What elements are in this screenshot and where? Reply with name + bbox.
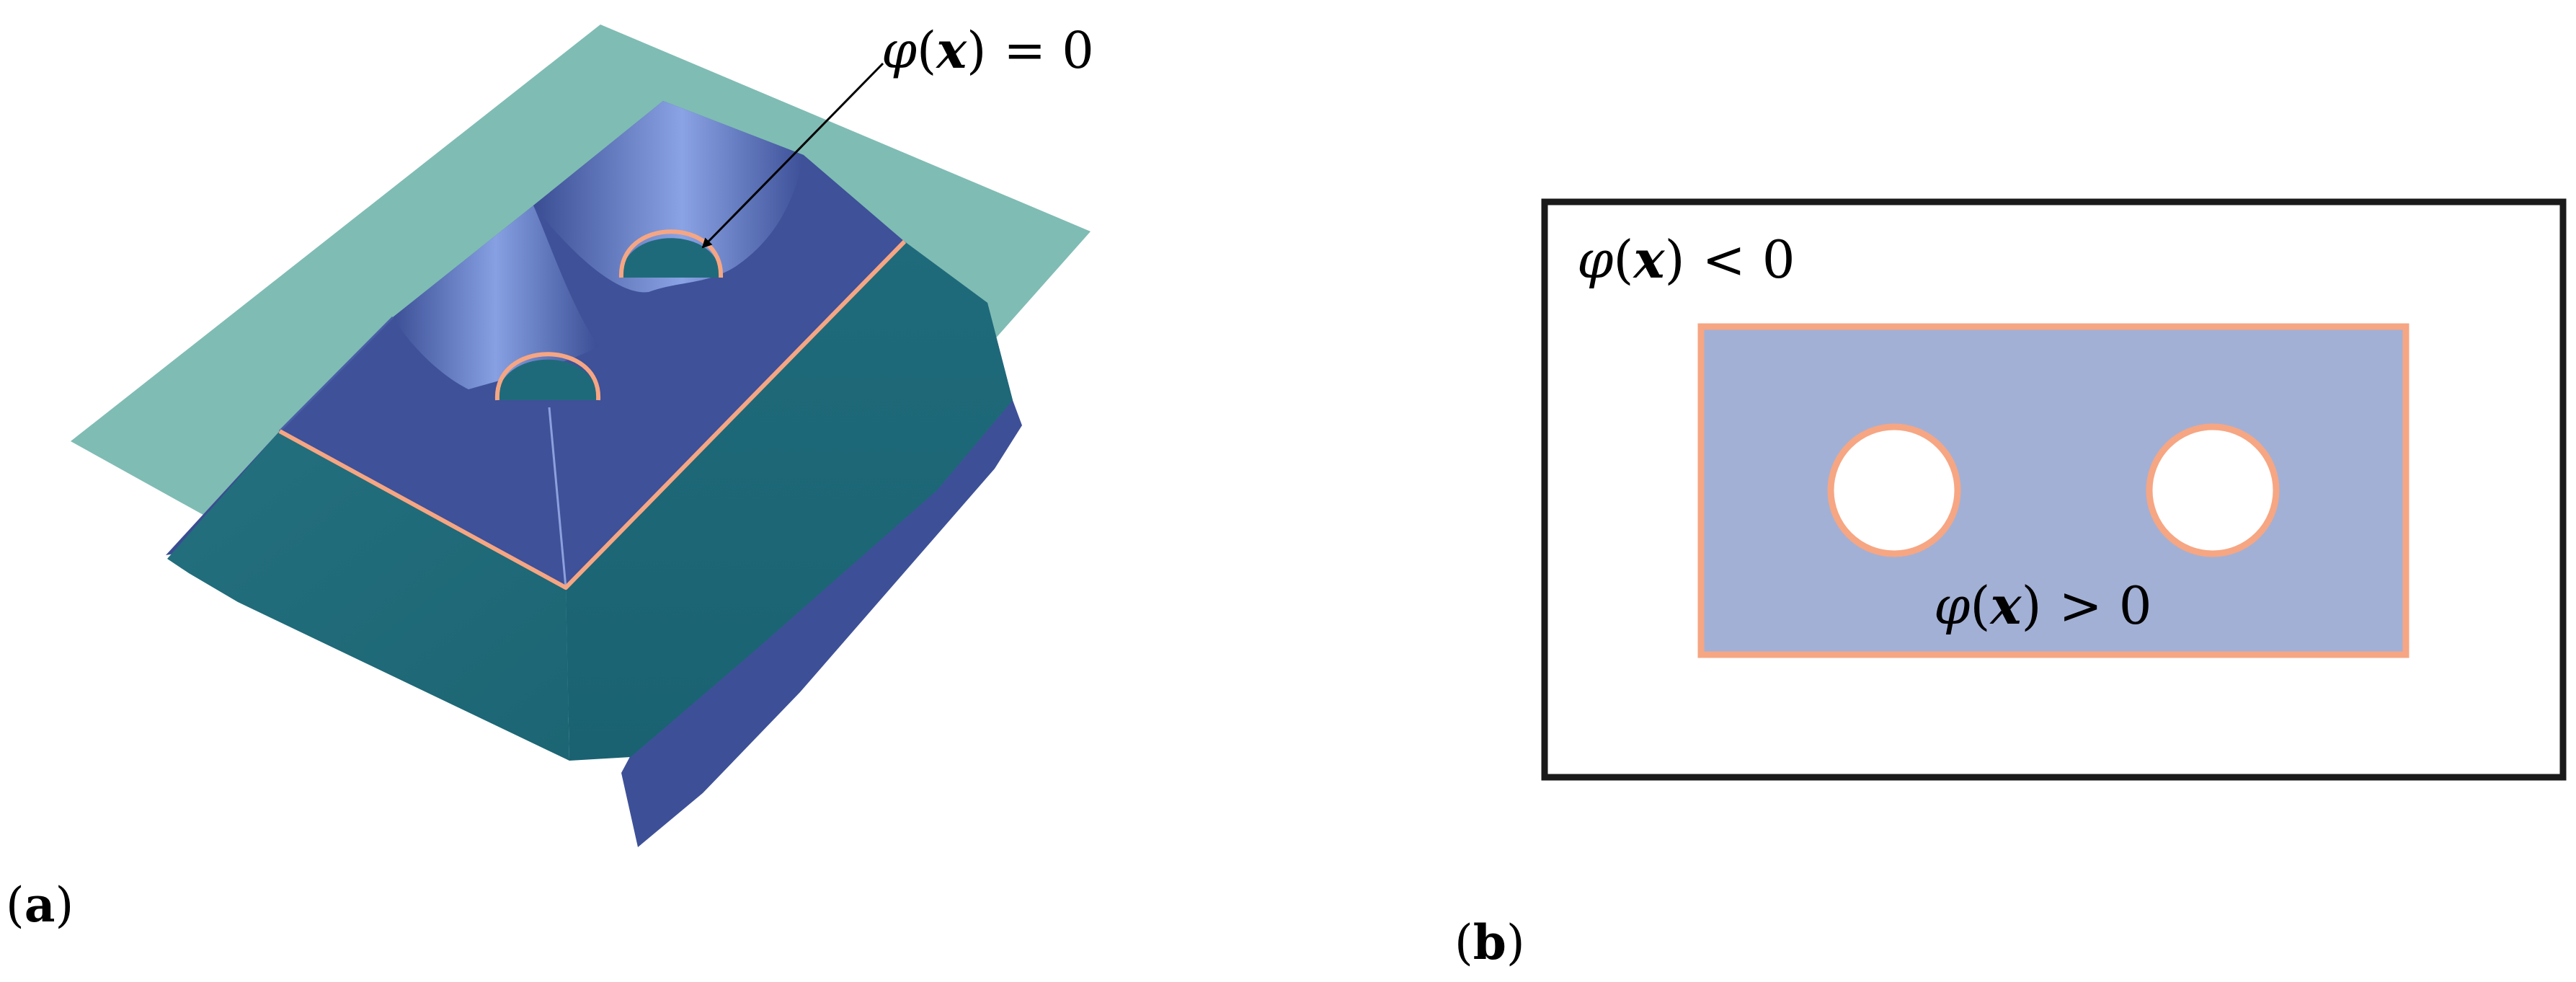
annotation-relation: = 0 [1003, 21, 1093, 80]
inside-close-paren: ) [2021, 575, 2041, 636]
panel-b-label-letter: b [1473, 914, 1506, 970]
panel-a: φ(x)= 0 (a) [6, 20, 1094, 933]
positive-region [1697, 323, 2410, 658]
surface-ridge-left [278, 316, 394, 433]
outside-x: x [1633, 229, 1666, 290]
panel-b-label-close: ) [1506, 915, 1525, 970]
inside-region-label: φ(x) > 0 [1934, 575, 2152, 636]
inside-relation: > 0 [2059, 575, 2152, 636]
outside-close-paren: ) [1664, 229, 1684, 290]
surface-trough-1 [393, 205, 598, 389]
zero-contour-hole-2 [618, 229, 724, 278]
panel-a-label-close: ) [55, 877, 74, 933]
surface-front-right-skirt [566, 242, 1013, 761]
hole-1-floor [497, 359, 598, 400]
panel-b-label: (b) [1454, 914, 1525, 970]
inside-open-paren: ( [1970, 575, 1990, 636]
annotation-x: x [935, 20, 967, 80]
inside-phi: φ [1934, 575, 1971, 636]
zero-contour-outer [278, 239, 907, 590]
annotation-close-paren: ) [967, 21, 986, 80]
surface-front-left-skirt [167, 431, 569, 761]
zero-contour-hole-1 [494, 352, 601, 401]
panel-a-label-open: ( [6, 877, 25, 933]
annotation-open-paren: ( [917, 21, 936, 80]
outside-open-paren: ( [1613, 229, 1633, 290]
outside-relation: < 0 [1702, 229, 1795, 290]
annotation-zero-level: φ(x) = 0 [881, 20, 1094, 80]
outside-region-label: φ(x) < 0 [1577, 229, 1795, 290]
panel-b: φ(x)< 0 φ(x)> 0 (b) [1454, 198, 2567, 970]
panel-a-label-letter: a [25, 877, 55, 933]
panel-a-label: (a) [6, 877, 74, 933]
annotation-arrow [701, 62, 884, 249]
annotation-phi: φ [881, 21, 917, 80]
surface-trough-2 [533, 101, 804, 293]
surface-diagonal-ridge [548, 407, 567, 588]
hole-2-floor [621, 238, 721, 278]
outside-phi: φ [1577, 229, 1614, 290]
hole-right [2146, 423, 2280, 557]
hole-left [1827, 423, 1961, 557]
inside-x: x [1989, 575, 2022, 636]
panel-b-label-open: ( [1454, 915, 1473, 970]
